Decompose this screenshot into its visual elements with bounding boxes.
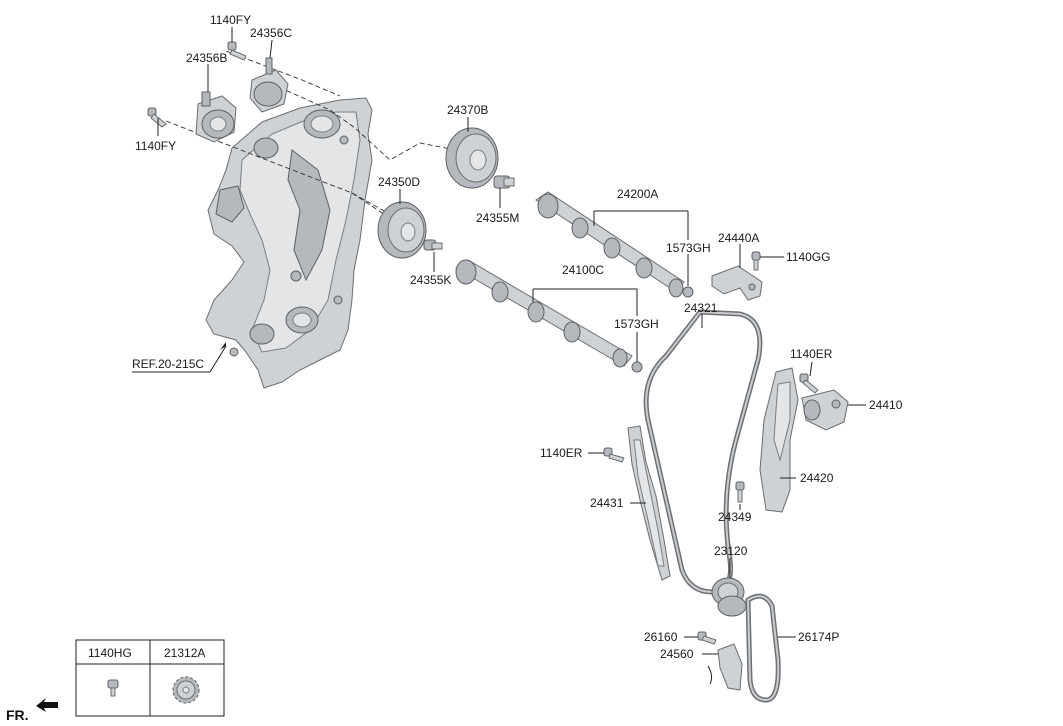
front-arrow-icon: [36, 698, 58, 712]
plug-1573GH-top: [682, 286, 694, 298]
bolt-1140HG-thumbnail: [107, 679, 119, 697]
solenoid-valve-24356B: [195, 91, 237, 143]
label-24410: 24410: [869, 398, 903, 412]
tensioner-24410: [801, 389, 849, 431]
timing-cover: [205, 97, 373, 389]
alignment-lines: [165, 50, 467, 247]
crank-sprocket-23120: [711, 577, 747, 617]
label-24355K: 24355K: [410, 273, 451, 287]
label-1140FY-top: 1140FY: [210, 13, 251, 27]
camshaft-24200A: [535, 191, 685, 298]
front-direction-indicator: FR.: [6, 698, 58, 723]
bolt-24355K: [423, 239, 443, 251]
label-24431: 24431: [590, 496, 624, 510]
oil-pump-tensioner-24560: [707, 643, 743, 691]
part-labels: 1140FY 24356C 24356B 1140FY 24370B 24350…: [132, 13, 903, 661]
label-24349: 24349: [718, 510, 752, 524]
label-24356B: 24356B: [186, 51, 227, 65]
label-24321: 24321: [684, 301, 718, 315]
bolt-1140GG: [751, 251, 761, 271]
cvvt-sprocket-24370B: [445, 127, 499, 189]
label-1140ER-left: 1140ER: [540, 446, 583, 460]
leader-lines: [132, 27, 866, 655]
legend-header-21312A: 21312A: [164, 646, 205, 660]
label-1140FY-left: 1140FY: [135, 139, 176, 153]
plug-1573GH-mid: [631, 361, 643, 373]
label-26160: 26160: [644, 630, 678, 644]
front-label: FR.: [6, 707, 29, 723]
bolt-24355M: [493, 175, 515, 189]
chain-guide-24431: [627, 425, 671, 581]
bolt-26160: [697, 631, 717, 645]
camshaft-24100C: [455, 259, 633, 368]
label-1140GG: 1140GG: [786, 250, 830, 264]
label-24420: 24420: [800, 471, 834, 485]
label-1140ER-right: 1140ER: [790, 347, 833, 361]
legend-table: 1140HG 21312A: [75, 639, 225, 717]
bracket-24440A: [711, 265, 763, 301]
bolt-24349: [735, 481, 745, 503]
label-24560: 24560: [660, 647, 694, 661]
oil-pump-chain-26174P: [745, 593, 781, 703]
legend-header-1140HG: 1140HG: [88, 646, 132, 660]
bolt-1140ER-right: [799, 373, 819, 394]
label-24100C: 24100C: [562, 263, 604, 277]
label-24356C: 24356C: [250, 26, 292, 40]
cvvt-sprocket-24350D: [377, 201, 427, 259]
label-1573GH-mid: 1573GH: [614, 317, 659, 331]
bolt-1140FY-left: [147, 107, 167, 128]
label-24200A: 24200A: [617, 187, 658, 201]
label-1573GH-top: 1573GH: [666, 241, 711, 255]
label-23120: 23120: [714, 544, 748, 558]
bolt-1140FY-top: [227, 41, 247, 61]
label-26174P: 26174P: [798, 630, 839, 644]
tensioner-arm-24420: [759, 367, 799, 513]
bolt-1140ER-left: [603, 447, 625, 463]
label-24370B: 24370B: [447, 103, 488, 117]
solenoid-valve-24356C: [249, 57, 289, 113]
label-24355M: 24355M: [476, 211, 519, 225]
label-ref: REF.20-215C: [132, 357, 204, 371]
label-24350D: 24350D: [378, 175, 420, 189]
label-24440A: 24440A: [718, 231, 759, 245]
sprocket-21312A-thumbnail: [172, 676, 200, 704]
